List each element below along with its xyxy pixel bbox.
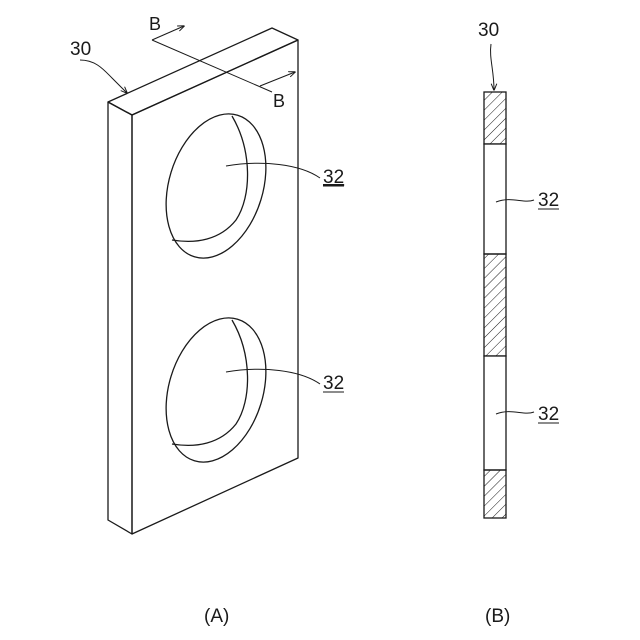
plate-top-face <box>108 28 298 115</box>
section-hole-upper <box>484 144 506 254</box>
hole-label-32-upper-a: 32 <box>323 167 344 188</box>
leader-30-a <box>80 60 127 93</box>
section-solid-middle <box>484 254 506 356</box>
section-mark-b-top: B <box>149 14 161 34</box>
section-solid-bottom <box>484 470 506 518</box>
section-mark-b-bottom: B <box>273 91 285 111</box>
caption-a: (A) <box>204 606 229 627</box>
hole-label-32-lower-b: 32 <box>538 404 559 425</box>
plate-front-face <box>108 102 132 534</box>
section-solid-top <box>484 92 506 144</box>
caption-b: (B) <box>485 606 510 627</box>
hole-label-32-lower-a: 32 <box>323 373 344 394</box>
leader-30-b <box>491 44 494 90</box>
part-label-30-a: 30 <box>70 39 91 60</box>
part-label-30-b: 30 <box>478 20 499 41</box>
section-line-b <box>152 26 295 92</box>
figure-b-section <box>484 44 534 518</box>
section-hole-lower <box>484 356 506 470</box>
leader-32-upper <box>226 163 320 178</box>
hole-label-32-upper-b: 32 <box>538 190 559 211</box>
lower-hole <box>149 305 282 474</box>
leader-32-lower <box>226 369 320 384</box>
upper-hole <box>149 101 282 270</box>
